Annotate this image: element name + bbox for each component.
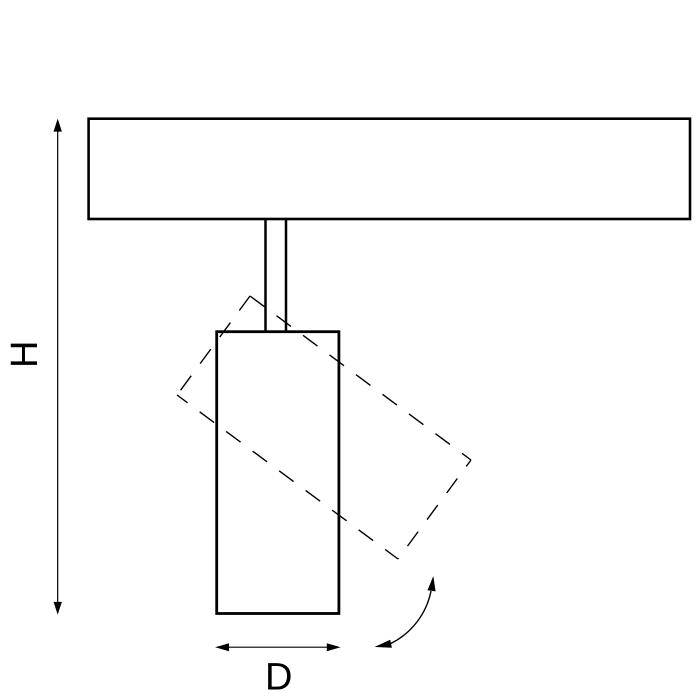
svg-text:D: D: [265, 657, 292, 699]
svg-text:H: H: [4, 341, 46, 368]
